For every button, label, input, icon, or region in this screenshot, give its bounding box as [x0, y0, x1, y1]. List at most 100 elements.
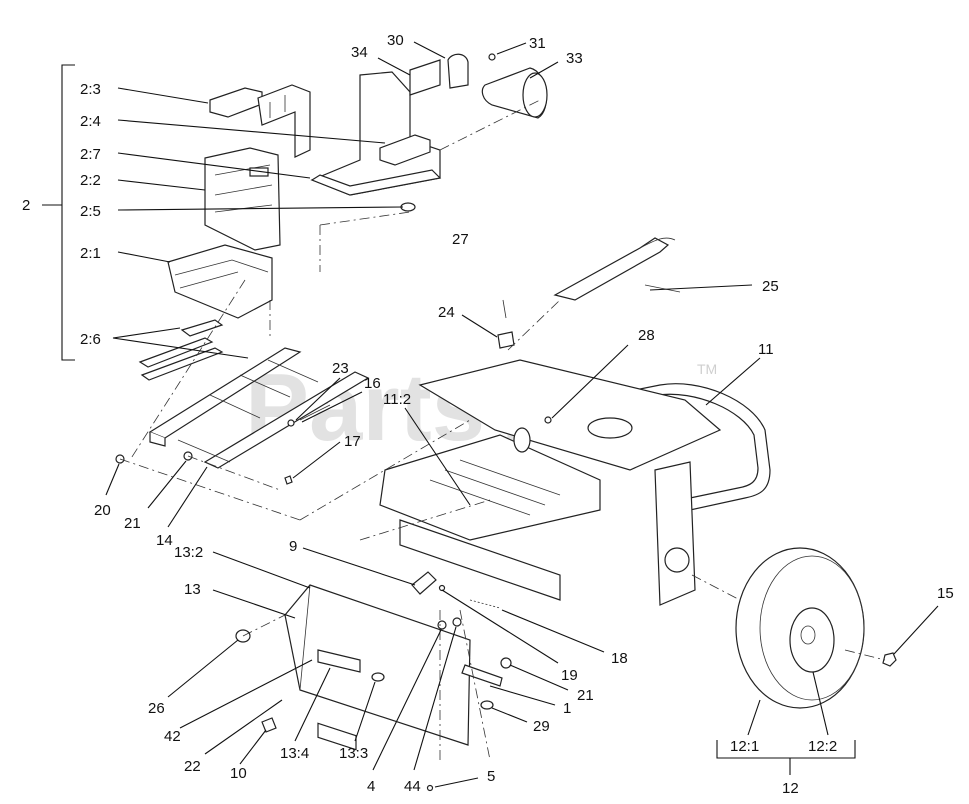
callout-29: 29: [533, 718, 550, 735]
frame-rear-upright: [654, 461, 696, 606]
rim-12-2: [789, 607, 835, 673]
callout-5: 5: [487, 768, 495, 785]
callout-2-1: 2:1: [80, 245, 101, 262]
callout-2-2: 2:2: [80, 172, 101, 189]
screw-31: [488, 53, 496, 61]
callout-2-7: 2:7: [80, 146, 101, 163]
latch-9: [411, 571, 437, 595]
callout-13: 13: [184, 581, 201, 598]
seat-support-crossmembers: [177, 359, 319, 463]
lug-nut-15: [882, 652, 897, 667]
deck-hole-2: [587, 417, 633, 439]
washer-19: [438, 584, 446, 592]
armrest-pad-left: [209, 87, 263, 118]
control-handle-25: [553, 237, 670, 301]
callout-12: 12: [782, 780, 799, 797]
frame-side-11-2: [379, 434, 601, 541]
callout-1: 1: [563, 700, 571, 717]
rear-wheel-12: [691, 547, 897, 775]
callout-13-2: 13:2: [174, 544, 203, 561]
watermark-tm: TM: [697, 361, 717, 377]
bracket-34: [409, 59, 441, 96]
seat-assembly: [42, 64, 442, 461]
callout-31: 31: [529, 35, 546, 52]
frame-cross-member: [399, 519, 561, 601]
callout-21-panel: 21: [577, 687, 594, 704]
callout-26: 26: [148, 700, 165, 717]
callout-2-5: 2:5: [80, 203, 101, 220]
hub: [800, 625, 816, 645]
callout-24: 24: [438, 304, 455, 321]
seat-cushion-lines: [174, 259, 269, 289]
wheel-centerlines: [691, 574, 886, 661]
bracket-24: [497, 331, 515, 349]
group-12-bracket: [716, 740, 856, 759]
frame-centerlines: [299, 419, 491, 541]
callout-23: 23: [332, 360, 349, 377]
frame-slot-lines: [429, 459, 561, 516]
seat-rail-left-lower: [140, 347, 224, 381]
group-2-bracket: [61, 64, 75, 361]
seat-support-frame: [115, 347, 370, 521]
front-panel-13: [235, 571, 512, 792]
callout-2: 2: [22, 197, 30, 214]
bolt-17: [284, 475, 293, 485]
screw-5: [426, 784, 434, 792]
callout-10: 10: [230, 765, 247, 782]
callout-42: 42: [164, 728, 181, 745]
axle-hole: [664, 547, 690, 573]
callout-4: 4: [367, 778, 375, 795]
bolt-44: [452, 617, 462, 627]
callout-34: 34: [351, 44, 368, 61]
callout-21-seat: 21: [124, 515, 141, 532]
panel-cutout-13-2: [317, 722, 357, 751]
seat-cushion: [167, 244, 273, 319]
plug-29: [480, 700, 494, 710]
panel-slot-13-4: [317, 649, 361, 673]
deck-hole-1: [513, 427, 531, 453]
upper-centerlines: [439, 99, 561, 351]
upper-right-parts: [409, 53, 681, 351]
callout-14: 14: [156, 532, 173, 549]
panel-fold: [299, 584, 311, 691]
seat-knob: [400, 202, 416, 212]
callout-30: 30: [387, 32, 404, 49]
callout-labels: 2:3 2:4 2:7 2:2 2 2:5 2:1 2:6 34 30 31 3…: [22, 32, 954, 797]
canister-33-cap: [522, 72, 548, 118]
washer-21-lower: [500, 657, 512, 669]
control-handle-wires: [639, 237, 681, 293]
seat-support-rail-right: [203, 371, 370, 469]
callout-25: 25: [762, 278, 779, 295]
knob-10: [261, 717, 277, 733]
panel-centerlines: [242, 609, 491, 761]
frame-deck-plate: [418, 359, 722, 471]
support-centerlines: [119, 455, 301, 521]
seat-centerlines: [129, 211, 411, 461]
callout-33: 33: [566, 50, 583, 67]
bolt-4: [437, 620, 447, 630]
callout-20: 20: [94, 502, 111, 519]
seat-pan-plate: [310, 169, 442, 196]
armrest-bracket-detail: [269, 95, 286, 118]
spring-16: [299, 404, 331, 421]
callout-9: 9: [289, 538, 297, 555]
clamp-30: [447, 53, 469, 89]
callout-44: 44: [404, 778, 421, 795]
main-frame: [299, 359, 771, 606]
screw-27: [502, 299, 507, 319]
callout-11: 11: [758, 341, 774, 358]
seat-back-cushion: [204, 147, 281, 251]
callout-13-4: 13:4: [280, 745, 309, 762]
callout-13-3: 13:3: [339, 745, 368, 762]
leader-lines: [105, 41, 939, 788]
callout-19: 19: [561, 667, 578, 684]
armrest-bracket: [257, 84, 311, 158]
callout-18: 18: [611, 650, 628, 667]
callout-27: 27: [452, 231, 469, 248]
rail-end: [149, 432, 166, 447]
armrest-pad-right: [379, 134, 431, 166]
callout-22: 22: [184, 758, 201, 775]
callout-16: 16: [364, 375, 381, 392]
front-panel-plate: [284, 584, 471, 746]
